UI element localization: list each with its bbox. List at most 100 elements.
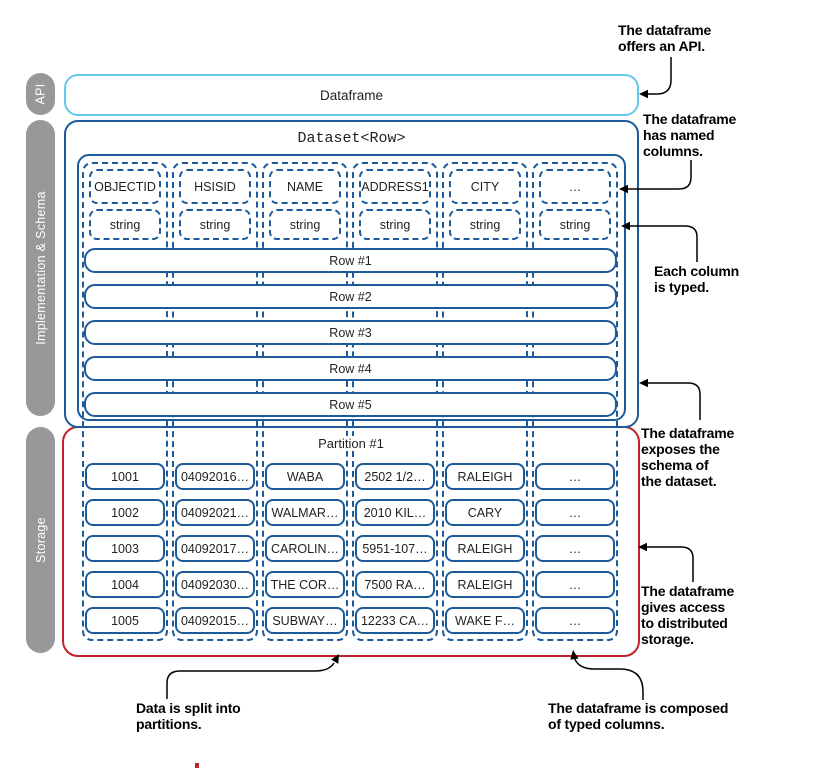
column-name-box: … xyxy=(539,169,611,204)
data-cell-label: CAROLIN… xyxy=(270,541,340,556)
annotation-line: offers an API. xyxy=(618,38,705,54)
data-cell: 2502 1/2… xyxy=(355,463,435,490)
column-type-box-label: string xyxy=(469,217,501,232)
data-cell-label: 1004 xyxy=(111,577,139,592)
data-cell-label: CARY xyxy=(467,505,503,520)
data-cell: 04092021… xyxy=(175,499,255,526)
annotation-line: the dataset. xyxy=(641,473,717,489)
annotation-line: schema of xyxy=(641,457,709,473)
data-cell-label: 04092021… xyxy=(180,505,250,520)
data-cell-label: 5951-107… xyxy=(362,541,428,556)
data-cell-label: … xyxy=(568,613,582,628)
api-section-label: API xyxy=(33,83,48,105)
dataframe-box: Dataframe xyxy=(64,74,639,116)
row-box: Row #3 xyxy=(84,320,617,345)
annotation-line: partitions. xyxy=(136,716,202,732)
data-cell-label: … xyxy=(568,469,582,484)
column-type-box: string xyxy=(449,209,521,240)
data-cell-label: 1001 xyxy=(111,469,139,484)
implementation-schema-section-label: Implementation & Schema xyxy=(33,191,48,345)
data-cell-label: RALEIGH xyxy=(457,577,513,592)
data-cell-label: 12233 CA… xyxy=(360,613,430,628)
data-cell: … xyxy=(535,571,615,598)
data-cell: 1002 xyxy=(85,499,165,526)
data-cell-label: WABA xyxy=(286,469,324,484)
row-box: Row #2 xyxy=(84,284,617,309)
column-name-box-label: CITY xyxy=(470,179,500,194)
annotation-line: The dataframe xyxy=(643,111,737,127)
data-cell-label: WAKE F… xyxy=(455,613,515,628)
data-cell-label: 04092017… xyxy=(180,541,250,556)
data-cell-label: 1005 xyxy=(111,613,139,628)
data-cell-label: 2010 KIL… xyxy=(363,505,427,520)
data-cell: 7500 RA… xyxy=(355,571,435,598)
column-name-box: CITY xyxy=(449,169,521,204)
column-name-box-label: … xyxy=(568,179,582,194)
row-box-label: Row #2 xyxy=(329,289,372,304)
annotation-line: to distributed xyxy=(641,615,728,631)
annotation-line: Data is split into xyxy=(136,700,241,716)
red-mark-artifact xyxy=(195,763,199,768)
annotation-line: Each column xyxy=(654,263,739,279)
column-type-box: string xyxy=(179,209,251,240)
row-box: Row #1 xyxy=(84,248,617,273)
annotation-line: storage. xyxy=(641,631,694,647)
annotation-line: The dataframe xyxy=(641,583,735,599)
data-cell: … xyxy=(535,499,615,526)
data-cell: 1004 xyxy=(85,571,165,598)
data-cell-label: 1003 xyxy=(111,541,139,556)
data-cell: 04092015… xyxy=(175,607,255,634)
column-name-box: HSISID xyxy=(179,169,251,204)
schema-columns-container xyxy=(77,154,626,421)
data-cell: SUBWAY… xyxy=(265,607,345,634)
row-box-label: Row #3 xyxy=(329,325,372,340)
data-cell: 1005 xyxy=(85,607,165,634)
data-cell-label: … xyxy=(568,541,582,556)
column-type-box-label: string xyxy=(379,217,411,232)
data-cell: THE COR… xyxy=(265,571,345,598)
data-cell-label: … xyxy=(568,577,582,592)
column-name-box: OBJECTID xyxy=(89,169,161,204)
data-cell: 04092030… xyxy=(175,571,255,598)
data-cell: CARY xyxy=(445,499,525,526)
column-type-box-label: string xyxy=(109,217,141,232)
data-cell: WAKE F… xyxy=(445,607,525,634)
annotation-line: exposes the xyxy=(641,441,720,457)
annotation-line: The dataframe is composed xyxy=(548,700,729,716)
data-cell-label: RALEIGH xyxy=(457,469,513,484)
data-cell-label: 2502 1/2… xyxy=(364,469,426,484)
data-cell: … xyxy=(535,463,615,490)
column-name-box: ADDRESS1 xyxy=(359,169,431,204)
column-name-box: NAME xyxy=(269,169,341,204)
partition-label: Partition #1 xyxy=(310,436,392,451)
data-cell: WALMAR… xyxy=(265,499,345,526)
api-section-bar: API xyxy=(26,73,55,115)
data-cell: … xyxy=(535,535,615,562)
data-cell-label: … xyxy=(568,505,582,520)
data-cell-label: SUBWAY… xyxy=(272,613,338,628)
implementation-schema-section-bar: Implementation & Schema xyxy=(26,120,55,416)
data-cell-label: WALMAR… xyxy=(271,505,339,520)
annotation-line: The dataframe xyxy=(641,425,735,441)
annotation-line: of typed columns. xyxy=(548,716,665,732)
annotation-line: has named xyxy=(643,127,715,143)
dataframe-label: Dataframe xyxy=(319,87,384,103)
data-cell: RALEIGH xyxy=(445,571,525,598)
data-cell-label: 04092015… xyxy=(180,613,250,628)
column-type-box: string xyxy=(539,209,611,240)
data-cell: 5951-107… xyxy=(355,535,435,562)
column-type-box-label: string xyxy=(559,217,591,232)
data-cell: RALEIGH xyxy=(445,535,525,562)
column-name-box-label: ADDRESS1 xyxy=(361,179,429,194)
column-type-box: string xyxy=(89,209,161,240)
data-cell: 2010 KIL… xyxy=(355,499,435,526)
data-cell: RALEIGH xyxy=(445,463,525,490)
